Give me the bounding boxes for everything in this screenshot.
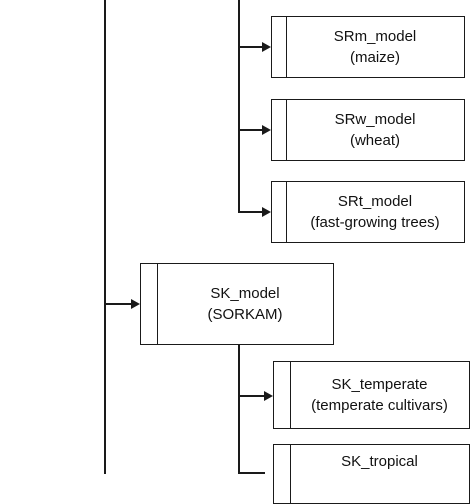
node-sk-model-desc: (SORKAM) [207,306,283,323]
node-sk-tropical[interactable]: SK_tropical [273,444,470,504]
node-srw-model-name: SRw_model [334,111,416,128]
node-srt-model-side-bar [272,182,287,242]
node-srm-model-side-bar [272,17,287,77]
node-srt-model[interactable]: SRt_model (fast-growing trees) [271,181,465,243]
node-srw-model-desc: (wheat) [349,132,401,149]
node-sk-temperate-name: SK_temperate [331,376,428,393]
node-sk-temperate-desc: (temperate cultivars) [311,397,448,414]
connector-sk-line [104,303,132,305]
sk-branch-trunk-line [238,345,240,474]
node-srt-model-desc: (fast-growing trees) [310,214,440,231]
arrow-to-srw-icon [262,125,271,135]
arrow-to-sk-icon [131,299,140,309]
connector-sk-temperate-line [238,395,265,397]
arrow-to-srm-icon [262,42,271,52]
connector-sk-tropical-line [238,472,265,474]
sr-branch-trunk-line [238,0,240,212]
connector-srm-line [238,46,263,48]
node-sk-model[interactable]: SK_model (SORKAM) [140,263,334,345]
connector-srw-line [238,129,263,131]
node-srw-model-side-bar [272,100,287,160]
node-sk-tropical-side-bar [274,445,291,503]
node-srm-model-name: SRm_model [333,28,417,45]
arrow-to-sk-temperate-icon [264,391,273,401]
node-sk-model-name: SK_model [210,285,280,302]
node-srw-model[interactable]: SRw_model (wheat) [271,99,465,161]
node-srm-model-desc: (maize) [349,49,400,66]
arrow-to-srt-icon [262,207,271,217]
connector-srt-line [238,211,263,213]
node-srm-model[interactable]: SRm_model (maize) [271,16,465,78]
flowchart-diagram: SRm_model (maize) SRw_model (wheat) SRt_… [104,0,470,504]
node-sk-temperate-side-bar [274,362,291,428]
node-srt-model-name: SRt_model [337,193,413,210]
node-sk-model-side-bar [141,264,158,344]
node-sk-tropical-name: SK_tropical [341,453,418,470]
main-trunk-line [104,0,106,474]
node-sk-temperate[interactable]: SK_temperate (temperate cultivars) [273,361,470,429]
